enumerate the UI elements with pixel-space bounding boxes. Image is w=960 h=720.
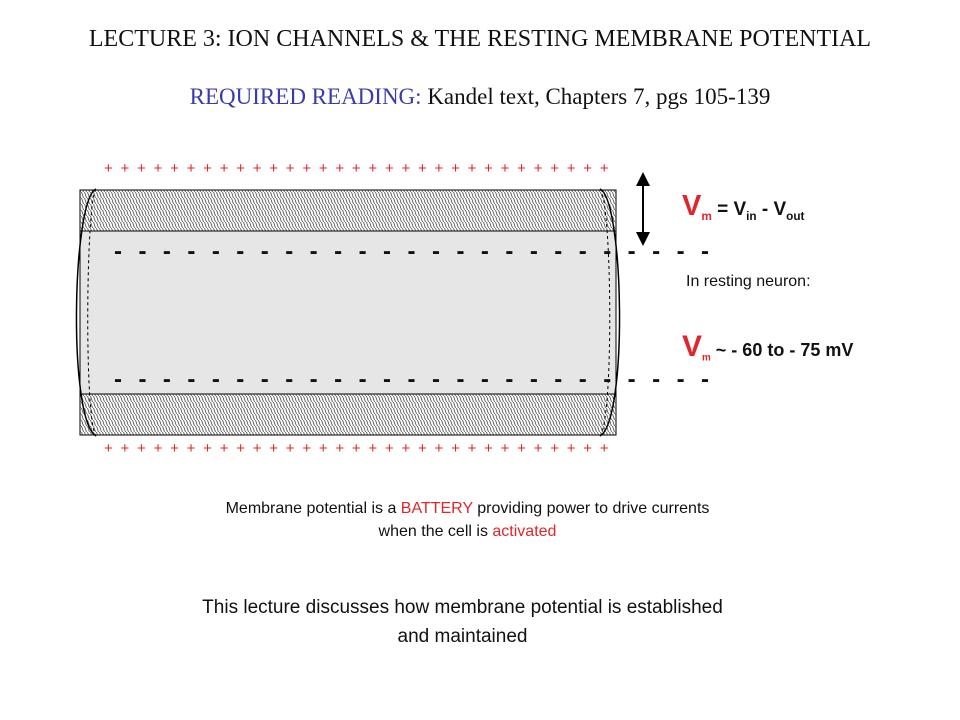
outside-positive-charges-top: + + + + + + + + + + + + + + + + + + + + … — [104, 160, 611, 177]
inside-negative-charges-bottom: - - - - - - - - - - - - - - - - - - - - … — [114, 366, 714, 393]
resting-potential-value: Vm ~ - 60 to - 75 mV — [682, 330, 854, 364]
page-title: LECTURE 3: ION CHANNELS & THE RESTING ME… — [88, 26, 872, 52]
reading-text: Kandel text, Chapters 7, pgs 105-139 — [427, 84, 771, 109]
outside-positive-charges-bottom: + + + + + + + + + + + + + + + + + + + + … — [104, 440, 611, 457]
cytoplasm-region — [79, 229, 617, 397]
required-reading: REQUIRED READING: Kandel text, Chapters … — [0, 84, 960, 110]
double-arrow-icon — [636, 172, 650, 246]
lecture-summary: This lecture discusses how membrane pote… — [202, 597, 723, 647]
left-end-cap — [75, 188, 97, 437]
resting-neuron-label: In resting neuron: — [686, 273, 811, 290]
lower-membrane — [79, 393, 617, 436]
upper-membrane — [79, 189, 617, 232]
membrane-potential-equation: Vm = Vin - Vout — [682, 190, 805, 223]
right-end-cap — [599, 188, 621, 437]
battery-description: Membrane potential is a BATTERY providin… — [225, 500, 710, 540]
reading-label: REQUIRED READING: — [189, 84, 422, 109]
inside-negative-charges-top: - - - - - - - - - - - - - - - - - - - - … — [114, 238, 714, 265]
